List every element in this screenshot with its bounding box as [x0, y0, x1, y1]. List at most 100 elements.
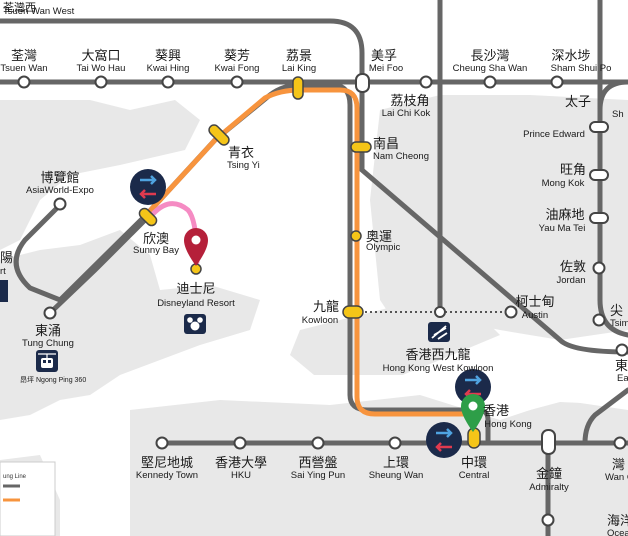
high-speed-rail-icon: [428, 322, 450, 342]
label-tsim-zh: 尖: [610, 304, 623, 319]
station-admiralty[interactable]: [541, 429, 556, 455]
station-mong-kok[interactable]: [589, 169, 609, 181]
label-hku-en: HKU: [231, 470, 251, 481]
line-tsuen-wan-to-admiralty: [582, 387, 628, 446]
transfer-icon-central: [426, 422, 462, 458]
station-cheung-sha-wan[interactable]: [483, 75, 497, 89]
station-kowloon[interactable]: [342, 305, 364, 319]
station-tung-chung[interactable]: [43, 306, 57, 320]
station-wan-chai[interactable]: [613, 436, 627, 450]
label-sheung-wan-zh: 上環: [383, 456, 409, 471]
label-mei-foo-zh: 美孚: [371, 49, 397, 64]
label-kwai-fong-en: Kwai Fong: [215, 63, 260, 74]
station-lai-chi-kok[interactable]: [419, 75, 433, 89]
station-mei-foo[interactable]: [355, 73, 370, 93]
label-sheung-partial: Sh: [612, 109, 624, 120]
label-sunny-bay-zh: 欣澳: [143, 231, 169, 247]
line-tuen-ma-diagonal: [359, 82, 628, 355]
label-kowloon-zh: 九龍: [313, 299, 339, 315]
station-yau-ma-tei[interactable]: [589, 212, 609, 224]
label-sham-shui-po-zh: 深水埗: [551, 49, 590, 64]
station-lai-king[interactable]: [292, 76, 304, 100]
label-sham-shui-po-en: Sham Shui Po: [551, 63, 612, 74]
label-tai-wo-hau-en: Tai Wo Hau: [77, 63, 126, 74]
station-sham-shui-po[interactable]: [550, 75, 564, 89]
label-kowloon-en: Kowloon: [302, 315, 338, 326]
station-asiaworld-expo[interactable]: [53, 197, 67, 211]
label-tsuen-wan-en: Tsuen Wan: [0, 63, 47, 74]
station-kwai-fong[interactable]: [230, 75, 244, 89]
label-kennedy-town-en: Kennedy Town: [136, 470, 198, 481]
label-jordan-en: Jordan: [556, 275, 585, 286]
station-tsing-yi[interactable]: [207, 123, 231, 147]
station-sunny-bay[interactable]: [137, 206, 158, 227]
label-sai-ying-pun-en: Sai Ying Pun: [291, 470, 345, 481]
label-kwai-hing-en: Kwai Hing: [147, 63, 190, 74]
transfer-arrow-icon: [465, 375, 482, 385]
label-admiralty-en: Admiralty: [529, 482, 569, 493]
label-hkwk-zh: 香港西九龍: [405, 347, 470, 363]
station-tsim-sha-tsui[interactable]: [592, 313, 606, 327]
label-tung-chung-en: Tung Chung: [22, 338, 74, 349]
label-left-partial-en: rt: [0, 266, 6, 277]
label-east-en: Ea: [617, 373, 628, 384]
label-mong-kok-zh: 旺角: [560, 163, 586, 178]
station-central-hong-kong[interactable]: [467, 427, 481, 449]
station-sheung-wan[interactable]: [388, 436, 402, 450]
station-olympic[interactable]: [350, 230, 362, 242]
transfer-icon-sunny-bay: [130, 169, 166, 205]
label-central-zh: 中環: [461, 456, 487, 471]
station-jordan[interactable]: [592, 261, 606, 275]
label-left-partial-zh: 陽: [0, 251, 13, 266]
station-tai-wo-hau[interactable]: [94, 75, 108, 89]
station-ocean-park[interactable]: [541, 513, 555, 527]
label-nam-cheong-en: Nam Cheong: [373, 151, 429, 162]
label-cheung-sha-wan-zh: 長沙灣: [470, 49, 509, 64]
label-kennedy-town-zh: 堅尼地城: [141, 456, 193, 471]
station-east-tsim[interactable]: [615, 343, 628, 357]
sea-channels: [130, 375, 628, 418]
label-austin-en: Austin: [522, 310, 548, 321]
land-west-kowloon: [290, 300, 500, 380]
victoria-harbour: [130, 375, 628, 418]
label-asiaworld-expo-zh: 博覽館: [40, 171, 79, 186]
label-kwai-hing-zh: 葵興: [155, 49, 181, 64]
station-hkwk-connector[interactable]: [434, 306, 446, 318]
label-kwai-fong-zh: 葵芳: [224, 49, 250, 64]
label-tsuen-wan-west-en: Tsuen Wan West: [3, 6, 75, 17]
label-wan-chai-en: Wan C: [605, 472, 628, 483]
label-jordan-zh: 佐敦: [560, 259, 586, 275]
station-markers: [17, 73, 628, 527]
label-austin-zh: 柯士甸: [515, 295, 554, 310]
land-kowloon: [370, 95, 628, 340]
station-kwai-hing[interactable]: [161, 75, 175, 89]
label-mong-kok-en: Mong Kok: [542, 178, 585, 189]
transfer-arrow-icon: [436, 428, 453, 438]
label-tsing-yi-en: Tsing Yi: [227, 160, 260, 171]
line-tung-chung-lower: [47, 212, 153, 316]
station-tsuen-wan[interactable]: [17, 75, 31, 89]
label-admiralty-zh: 金鐘: [536, 466, 562, 482]
label-olympic-en: Olympic: [366, 242, 401, 253]
label-prince-edward-en: Prince Edward: [523, 129, 585, 140]
station-sai-ying-pun[interactable]: [311, 436, 325, 450]
land-tsing-yi-north: [0, 100, 200, 250]
label-tsim-en: Tsim: [610, 318, 628, 329]
label-wan-chai-zh: 灣: [612, 458, 625, 473]
label-olympic-zh: 奧運: [366, 230, 392, 245]
land-lantau: [0, 230, 260, 420]
land-hk-island: [130, 395, 628, 536]
station-nam-cheong[interactable]: [350, 141, 372, 153]
mickey-icon: [184, 314, 206, 334]
label-tsuen-wan-zh: 荃灣: [11, 49, 37, 64]
label-ocean-en: Ocea: [607, 528, 628, 536]
legend-line-label: ung Line: [3, 474, 27, 480]
station-hku[interactable]: [233, 436, 247, 450]
station-austin[interactable]: [504, 305, 518, 319]
pin-disneyland-icon: [184, 228, 208, 266]
station-prince-edward[interactable]: [589, 121, 609, 133]
station-kennedy-town[interactable]: [155, 436, 169, 450]
transfer-arrow-icon: [140, 175, 157, 185]
